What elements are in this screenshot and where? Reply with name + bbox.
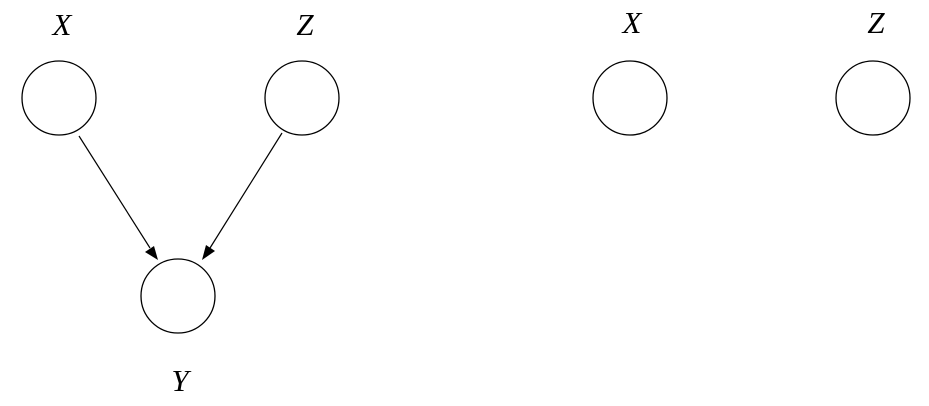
left-edge-x-to-y xyxy=(78,135,158,260)
left-graph: X Z Y xyxy=(21,7,340,398)
left-arrowhead-x-to-y xyxy=(145,246,158,260)
left-node-z: Z xyxy=(264,7,340,136)
right-node-z: Z xyxy=(835,5,911,136)
left-node-z-label: Z xyxy=(296,7,314,42)
right-graph: X Z xyxy=(592,5,911,136)
left-node-x: X xyxy=(21,7,97,136)
left-node-y: Y xyxy=(140,258,216,398)
left-edge-z-to-y xyxy=(202,132,283,260)
right-node-x: X xyxy=(592,5,668,136)
left-node-y-label: Y xyxy=(171,363,191,398)
right-node-x-label: X xyxy=(621,5,643,40)
left-node-x-label: X xyxy=(51,7,73,42)
right-node-z-label: Z xyxy=(867,5,885,40)
left-arrowhead-z-to-y xyxy=(202,245,215,260)
